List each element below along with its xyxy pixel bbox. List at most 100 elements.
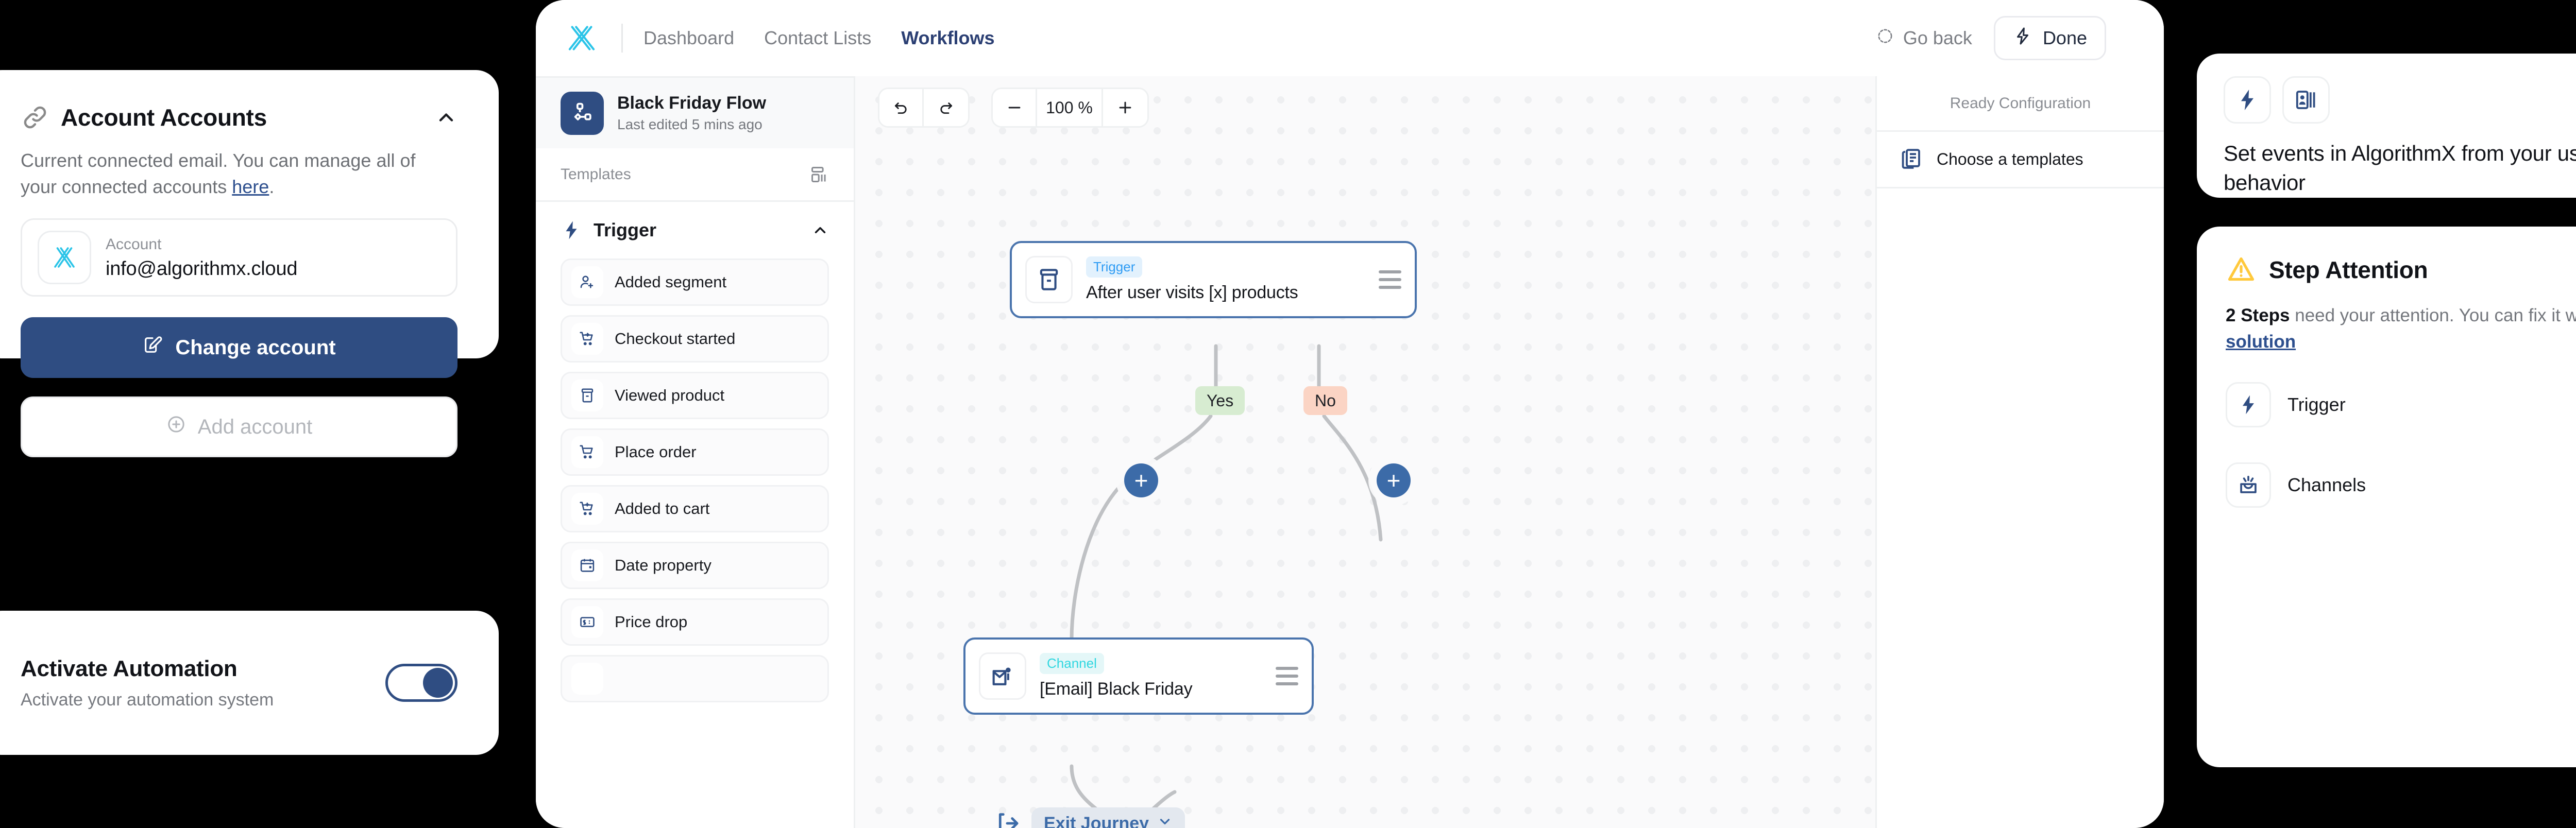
templates-label: Templates xyxy=(561,165,631,183)
canvas-toolbar: 100 % xyxy=(878,88,1149,128)
template-item-place-order[interactable]: Place order xyxy=(561,428,829,476)
template-item-added-to-cart[interactable]: Added to cart xyxy=(561,485,829,532)
add-account-label: Add account xyxy=(197,415,313,438)
templates-list: Added segment Checkout started xyxy=(536,258,854,702)
activate-automation-card: Activate Automation Activate your automa… xyxy=(0,611,499,755)
hamburger-icon[interactable] xyxy=(1260,667,1298,685)
go-back-button[interactable]: Go back xyxy=(1876,27,1972,49)
template-item-label: Checkout started xyxy=(615,330,736,348)
connected-account-row[interactable]: Account info@algorithmx.cloud xyxy=(21,218,457,297)
edit-square-icon xyxy=(142,335,163,360)
template-item-label: Added segment xyxy=(615,273,727,291)
chevron-up-icon[interactable] xyxy=(811,221,829,239)
algorithmx-logo-icon[interactable] xyxy=(563,19,601,57)
exit-journey-group: Exit Journey xyxy=(994,807,1185,828)
logic-solution-link[interactable]: logic solution xyxy=(2226,331,2296,352)
chevron-up-icon[interactable] xyxy=(435,106,457,129)
bolt-icon xyxy=(2224,76,2271,124)
warning-triangle-icon xyxy=(2226,254,2257,285)
product-box-icon xyxy=(1025,256,1073,303)
config-item-choose-templates[interactable]: Choose a templates xyxy=(1877,132,2164,188)
undo-icon[interactable] xyxy=(879,89,924,126)
add-step-button-no[interactable]: + xyxy=(1377,463,1411,497)
bolt-icon xyxy=(2013,26,2032,50)
config-item-label: Choose a templates xyxy=(1937,150,2083,168)
left-column: Account Accounts Current connected email… xyxy=(0,0,515,828)
config-panel: Ready Configuration Choose a templates xyxy=(1875,76,2164,828)
template-item-viewed-product[interactable]: Viewed product xyxy=(561,372,829,419)
product-box-icon xyxy=(571,380,603,411)
node-channel-email[interactable]: Channel [Email] Black Friday xyxy=(963,637,1314,715)
node-trigger[interactable]: Trigger After user visits [x] products xyxy=(1010,241,1417,318)
cart-icon xyxy=(571,436,603,468)
template-item-price-drop[interactable]: Price drop xyxy=(561,598,829,646)
flow-name: Black Friday Flow xyxy=(617,93,767,113)
step-attention-header: Step Attention xyxy=(2226,254,2576,285)
template-item-date-property[interactable]: Date property xyxy=(561,542,829,589)
node-chip-trigger: Trigger xyxy=(1086,256,1143,278)
attention-row-channels[interactable]: Channels xyxy=(2226,454,2576,516)
attention-row-trigger[interactable]: Trigger xyxy=(2226,374,2576,436)
account-description-text: Current connected email. You can manage … xyxy=(21,150,416,198)
plus-circle-icon xyxy=(166,414,187,440)
node-trigger-title: After user visits [x] products xyxy=(1086,283,1298,302)
automation-title: Activate Automation xyxy=(21,656,238,681)
inbox-down-icon xyxy=(2226,462,2271,508)
automation-toggle[interactable] xyxy=(385,664,457,702)
template-item-label: Price drop xyxy=(615,613,688,631)
manage-accounts-link[interactable]: here xyxy=(232,176,269,198)
history-controls xyxy=(878,88,970,128)
config-panel-header: Ready Configuration xyxy=(1877,76,2164,132)
algorithmx-logo-icon xyxy=(38,231,91,285)
trigger-section-header[interactable]: Trigger xyxy=(536,202,854,258)
done-label: Done xyxy=(2042,27,2087,48)
templates-header: Templates xyxy=(536,148,854,202)
attention-row-label: Channels xyxy=(2287,474,2366,495)
chevron-down-icon xyxy=(1157,814,1173,828)
topbar-actions: Go back Done xyxy=(1876,16,2137,60)
step-attention-mid: need your attention. You can fix it with… xyxy=(2295,305,2576,325)
node-channel-title: [Email] Black Friday xyxy=(1040,679,1193,699)
flow-last-edited: Last edited 5 mins ago xyxy=(617,116,762,132)
promo-icons xyxy=(2224,76,2576,124)
cart-arrow-icon xyxy=(571,323,603,355)
zoom-in-button[interactable] xyxy=(1103,89,1147,126)
flow-header[interactable]: Black Friday Flow Last edited 5 mins ago xyxy=(536,76,854,148)
exit-journey-dropdown[interactable]: Exit Journey xyxy=(1031,807,1185,828)
done-button[interactable]: Done xyxy=(1993,16,2106,60)
workflow-canvas[interactable]: 100 % xyxy=(855,76,1875,828)
hamburger-icon[interactable] xyxy=(1363,270,1401,289)
add-account-button[interactable]: Add account xyxy=(21,396,457,458)
zoom-out-button[interactable] xyxy=(993,89,1037,126)
right-column: Set events in AlgorithmX from your users… xyxy=(2190,0,2576,828)
flow-meta: Black Friday Flow Last edited 5 mins ago xyxy=(617,93,766,133)
nav-item-contact-lists[interactable]: Contact Lists xyxy=(764,27,872,48)
nav-item-dashboard[interactable]: Dashboard xyxy=(643,27,735,48)
workflow-app-window: Dashboard Contact Lists Workflows Go bac… xyxy=(536,0,2164,828)
automation-subtitle: Activate your automation system xyxy=(21,689,274,710)
node-chip-channel: Channel xyxy=(1040,653,1104,674)
layout-panels-icon[interactable] xyxy=(809,165,829,184)
branch-yes-label: Yes xyxy=(1207,391,1234,410)
main-nav: Dashboard Contact Lists Workflows xyxy=(643,27,995,49)
account-card-title: Account Accounts xyxy=(61,104,267,131)
template-item-added-segment[interactable]: Added segment xyxy=(561,258,829,306)
id-card-icon xyxy=(2282,76,2330,124)
add-step-button-yes[interactable]: + xyxy=(1124,463,1158,497)
template-item-checkout-started[interactable]: Checkout started xyxy=(561,315,829,363)
app-topbar: Dashboard Contact Lists Workflows Go bac… xyxy=(536,0,2164,76)
change-account-button[interactable]: Change account xyxy=(21,317,457,378)
account-label: Account xyxy=(106,235,162,253)
go-back-label: Go back xyxy=(1903,27,1972,48)
template-item-label: Viewed product xyxy=(615,386,725,404)
step-count: 2 Steps xyxy=(2226,305,2290,325)
nav-item-workflows[interactable]: Workflows xyxy=(901,27,995,48)
documents-icon xyxy=(1900,147,1924,172)
promo-text: Set events in AlgorithmX from your users… xyxy=(2224,141,2576,195)
account-email-value: info@algorithmx.cloud xyxy=(106,257,298,280)
redo-icon[interactable] xyxy=(924,89,968,126)
template-item-partial[interactable] xyxy=(561,655,829,702)
branch-no-label: No xyxy=(1315,391,1336,410)
link-icon xyxy=(21,103,49,132)
